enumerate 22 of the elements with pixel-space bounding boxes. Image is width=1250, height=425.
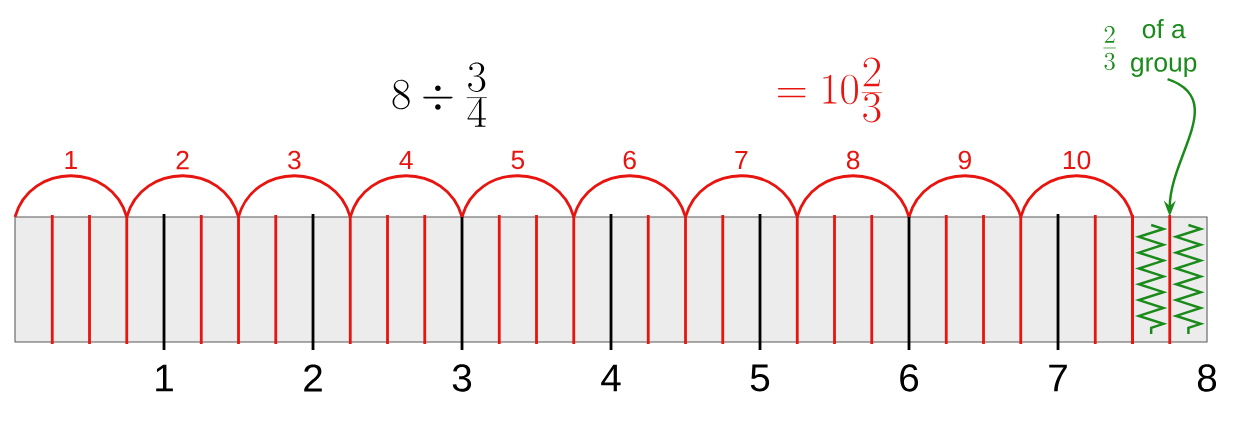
group-number: 10 xyxy=(1063,150,1091,170)
axis-number: 6 xyxy=(900,364,919,392)
axis-number: 5 xyxy=(750,364,770,392)
equation: $8 \div \frac{3}{4}$ xyxy=(392,62,487,127)
axis-number: 7 xyxy=(1049,364,1067,392)
group-number: 6 xyxy=(623,150,636,170)
axis-number: 8 xyxy=(1197,364,1217,392)
equation: $= 10\frac{2}{3}$ xyxy=(778,57,882,123)
group-number: 7 xyxy=(735,150,748,170)
group-number: 4 xyxy=(399,150,413,170)
group-number: 1 xyxy=(65,150,77,170)
axis-number: 3 xyxy=(452,364,472,392)
axis-number: 4 xyxy=(601,364,621,392)
callout-note: $\frac{2}{3}$ of a group xyxy=(1103,19,1197,77)
axis-number: 2 xyxy=(304,364,322,392)
axis-number: 1 xyxy=(156,364,173,392)
remainder-shading xyxy=(1131,215,1205,344)
group-number: 9 xyxy=(958,150,971,170)
group-number: 2 xyxy=(176,150,189,170)
group-number: 8 xyxy=(846,150,860,170)
group-number: 5 xyxy=(511,150,525,170)
group-number: 3 xyxy=(288,150,301,170)
